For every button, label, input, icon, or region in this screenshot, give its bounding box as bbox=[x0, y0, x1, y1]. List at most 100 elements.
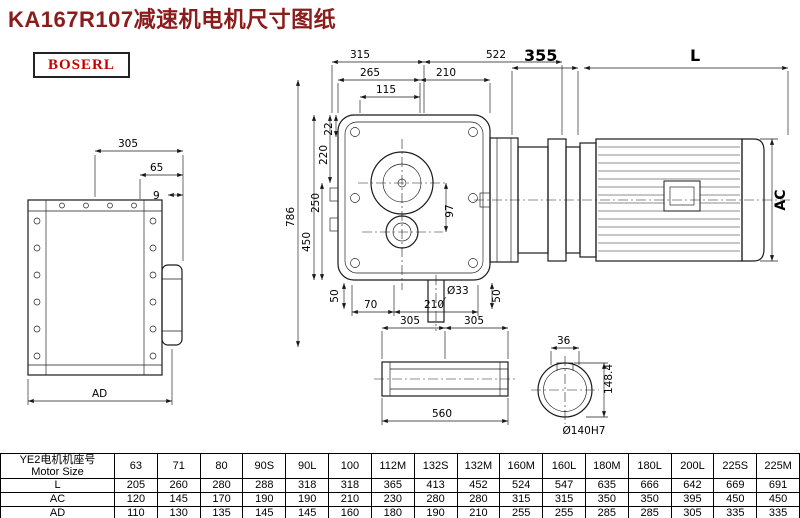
column-header-200l: 200L bbox=[670, 453, 715, 479]
table-cell: 315 bbox=[499, 492, 544, 507]
column-header-160m: 160M bbox=[499, 453, 544, 479]
row-label-ac: AC bbox=[0, 492, 115, 507]
table-cell: 205 bbox=[114, 478, 158, 493]
table-cell: 135 bbox=[199, 506, 244, 518]
table-cell: 190 bbox=[285, 492, 330, 507]
dim-50-left-front-view: 50 bbox=[329, 289, 341, 302]
dim-50-right-front-view: 50 bbox=[491, 289, 503, 302]
dim-shaft-dia-front-view: Ø33 bbox=[447, 285, 469, 297]
column-header-71: 71 bbox=[156, 453, 201, 479]
table-row-l: L 205 260 280 288 318 318 365 413 452 52… bbox=[0, 478, 800, 493]
dim-450-front-view: 450 bbox=[301, 232, 313, 252]
table-cell: 210 bbox=[328, 492, 372, 507]
table-cell: 230 bbox=[370, 492, 415, 507]
dim-305-side-view: 305 bbox=[118, 138, 138, 150]
table-cell: 180 bbox=[370, 506, 415, 518]
gearmotor-dimensions: 355 L AC bbox=[511, 46, 789, 262]
table-cell: 642 bbox=[670, 478, 715, 493]
dim-786-front-view: 786 bbox=[285, 207, 297, 227]
dim-315-front-view: 315 bbox=[350, 49, 370, 61]
column-header-180l: 180L bbox=[627, 453, 672, 479]
table-cell: 666 bbox=[627, 478, 672, 493]
column-header-225s: 225S bbox=[713, 453, 758, 479]
dim-l-motor-view: L bbox=[690, 46, 700, 65]
column-header-180m: 180M bbox=[584, 453, 629, 479]
dim-70-front-view: 70 bbox=[364, 299, 377, 311]
table-cell: 260 bbox=[156, 478, 201, 493]
table-cell: 413 bbox=[413, 478, 458, 493]
table-cell: 288 bbox=[242, 478, 287, 493]
table-cell: 305 bbox=[670, 506, 715, 518]
dim-148-bore-view: 148.4 bbox=[603, 364, 615, 394]
table-header-row: YE2电机机座号 Motor Size 63 71 80 90S 90L 100… bbox=[0, 453, 800, 479]
dim-36-bore-view: 36 bbox=[557, 335, 571, 347]
table-cell: 669 bbox=[713, 478, 758, 493]
table-row-ac: AC 120 145 170 190 190 210 230 280 280 3… bbox=[0, 492, 800, 507]
motor-size-header-cell: YE2电机机座号 Motor Size bbox=[0, 453, 115, 479]
table-cell: 190 bbox=[413, 506, 458, 518]
table-cell: 350 bbox=[627, 492, 672, 507]
motor-size-table: YE2电机机座号 Motor Size 63 71 80 90S 90L 100… bbox=[0, 453, 800, 518]
page-title: KA167R107减速机电机尺寸图纸 bbox=[8, 7, 337, 32]
bore-end-view bbox=[531, 356, 599, 424]
dim-115-front-view: 115 bbox=[376, 84, 396, 96]
table-cell: 335 bbox=[713, 506, 758, 518]
table-cell: 280 bbox=[456, 492, 501, 507]
table-cell: 524 bbox=[499, 478, 544, 493]
hollow-shaft-dimensions: 305 305 560 bbox=[381, 315, 509, 425]
column-header-160l: 160L bbox=[542, 453, 586, 479]
brand-logo-text: BOSERL bbox=[48, 57, 115, 73]
table-cell: 280 bbox=[199, 478, 244, 493]
table-cell: 547 bbox=[542, 478, 586, 493]
dim-522-front-view: 522 bbox=[486, 49, 506, 61]
gearbox-front-view bbox=[329, 114, 491, 331]
table-cell: 285 bbox=[584, 506, 629, 518]
column-header-132m: 132M bbox=[456, 453, 501, 479]
dim-65-side-view: 65 bbox=[150, 162, 163, 174]
table-cell: 318 bbox=[285, 478, 330, 493]
table-cell: 350 bbox=[584, 492, 629, 507]
technical-drawing-canvas: 305 65 9 AD bbox=[27, 46, 790, 437]
table-row-ad: AD 110 130 135 145 145 160 180 190 210 2… bbox=[0, 506, 800, 518]
motor-size-header-en: Motor Size bbox=[31, 466, 84, 478]
table-cell: 280 bbox=[413, 492, 458, 507]
dim-22-front-view: 22 bbox=[323, 122, 335, 135]
table-cell: 145 bbox=[156, 492, 201, 507]
column-header-132s: 132S bbox=[413, 453, 458, 479]
motor-size-header-cn: YE2电机机座号 bbox=[19, 454, 96, 467]
table-cell: 635 bbox=[584, 478, 629, 493]
table-cell: 335 bbox=[756, 506, 800, 518]
table-cell: 365 bbox=[370, 478, 415, 493]
table-cell: 145 bbox=[242, 506, 287, 518]
gearbox-side-view bbox=[27, 199, 183, 376]
table-cell: 255 bbox=[542, 506, 586, 518]
table-cell: 691 bbox=[756, 478, 800, 493]
column-header-90l: 90L bbox=[285, 453, 330, 479]
gearbox-front-view-dimensions: 315 522 265 210 115 786 450 250 220 bbox=[285, 49, 563, 347]
column-header-80: 80 bbox=[199, 453, 244, 479]
table-cell: 110 bbox=[114, 506, 158, 518]
table-cell: 450 bbox=[756, 492, 800, 507]
table-cell: 285 bbox=[627, 506, 672, 518]
hollow-shaft-view bbox=[374, 361, 515, 397]
dim-ac-motor-view: AC bbox=[773, 189, 789, 210]
table-cell: 120 bbox=[114, 492, 158, 507]
dim-560-shaft: 560 bbox=[432, 408, 452, 420]
table-cell: 255 bbox=[499, 506, 544, 518]
dim-9-side-view: 9 bbox=[153, 190, 160, 202]
column-header-100: 100 bbox=[328, 453, 372, 479]
table-cell: 130 bbox=[156, 506, 201, 518]
column-header-63: 63 bbox=[114, 453, 158, 479]
dim-250-front-view: 250 bbox=[310, 193, 322, 213]
dim-ad-side-view: AD bbox=[92, 388, 107, 400]
table-cell: 318 bbox=[328, 478, 372, 493]
column-header-112m: 112M bbox=[370, 453, 415, 479]
dim-220-front-view: 220 bbox=[318, 145, 330, 165]
brand-logo: BOSERL bbox=[33, 52, 130, 78]
row-label-l: L bbox=[0, 478, 115, 493]
dim-97-front-view: 97 bbox=[444, 204, 456, 217]
table-cell: 395 bbox=[670, 492, 715, 507]
table-cell: 145 bbox=[285, 506, 330, 518]
dim-305-left-shaft: 305 bbox=[400, 315, 420, 327]
